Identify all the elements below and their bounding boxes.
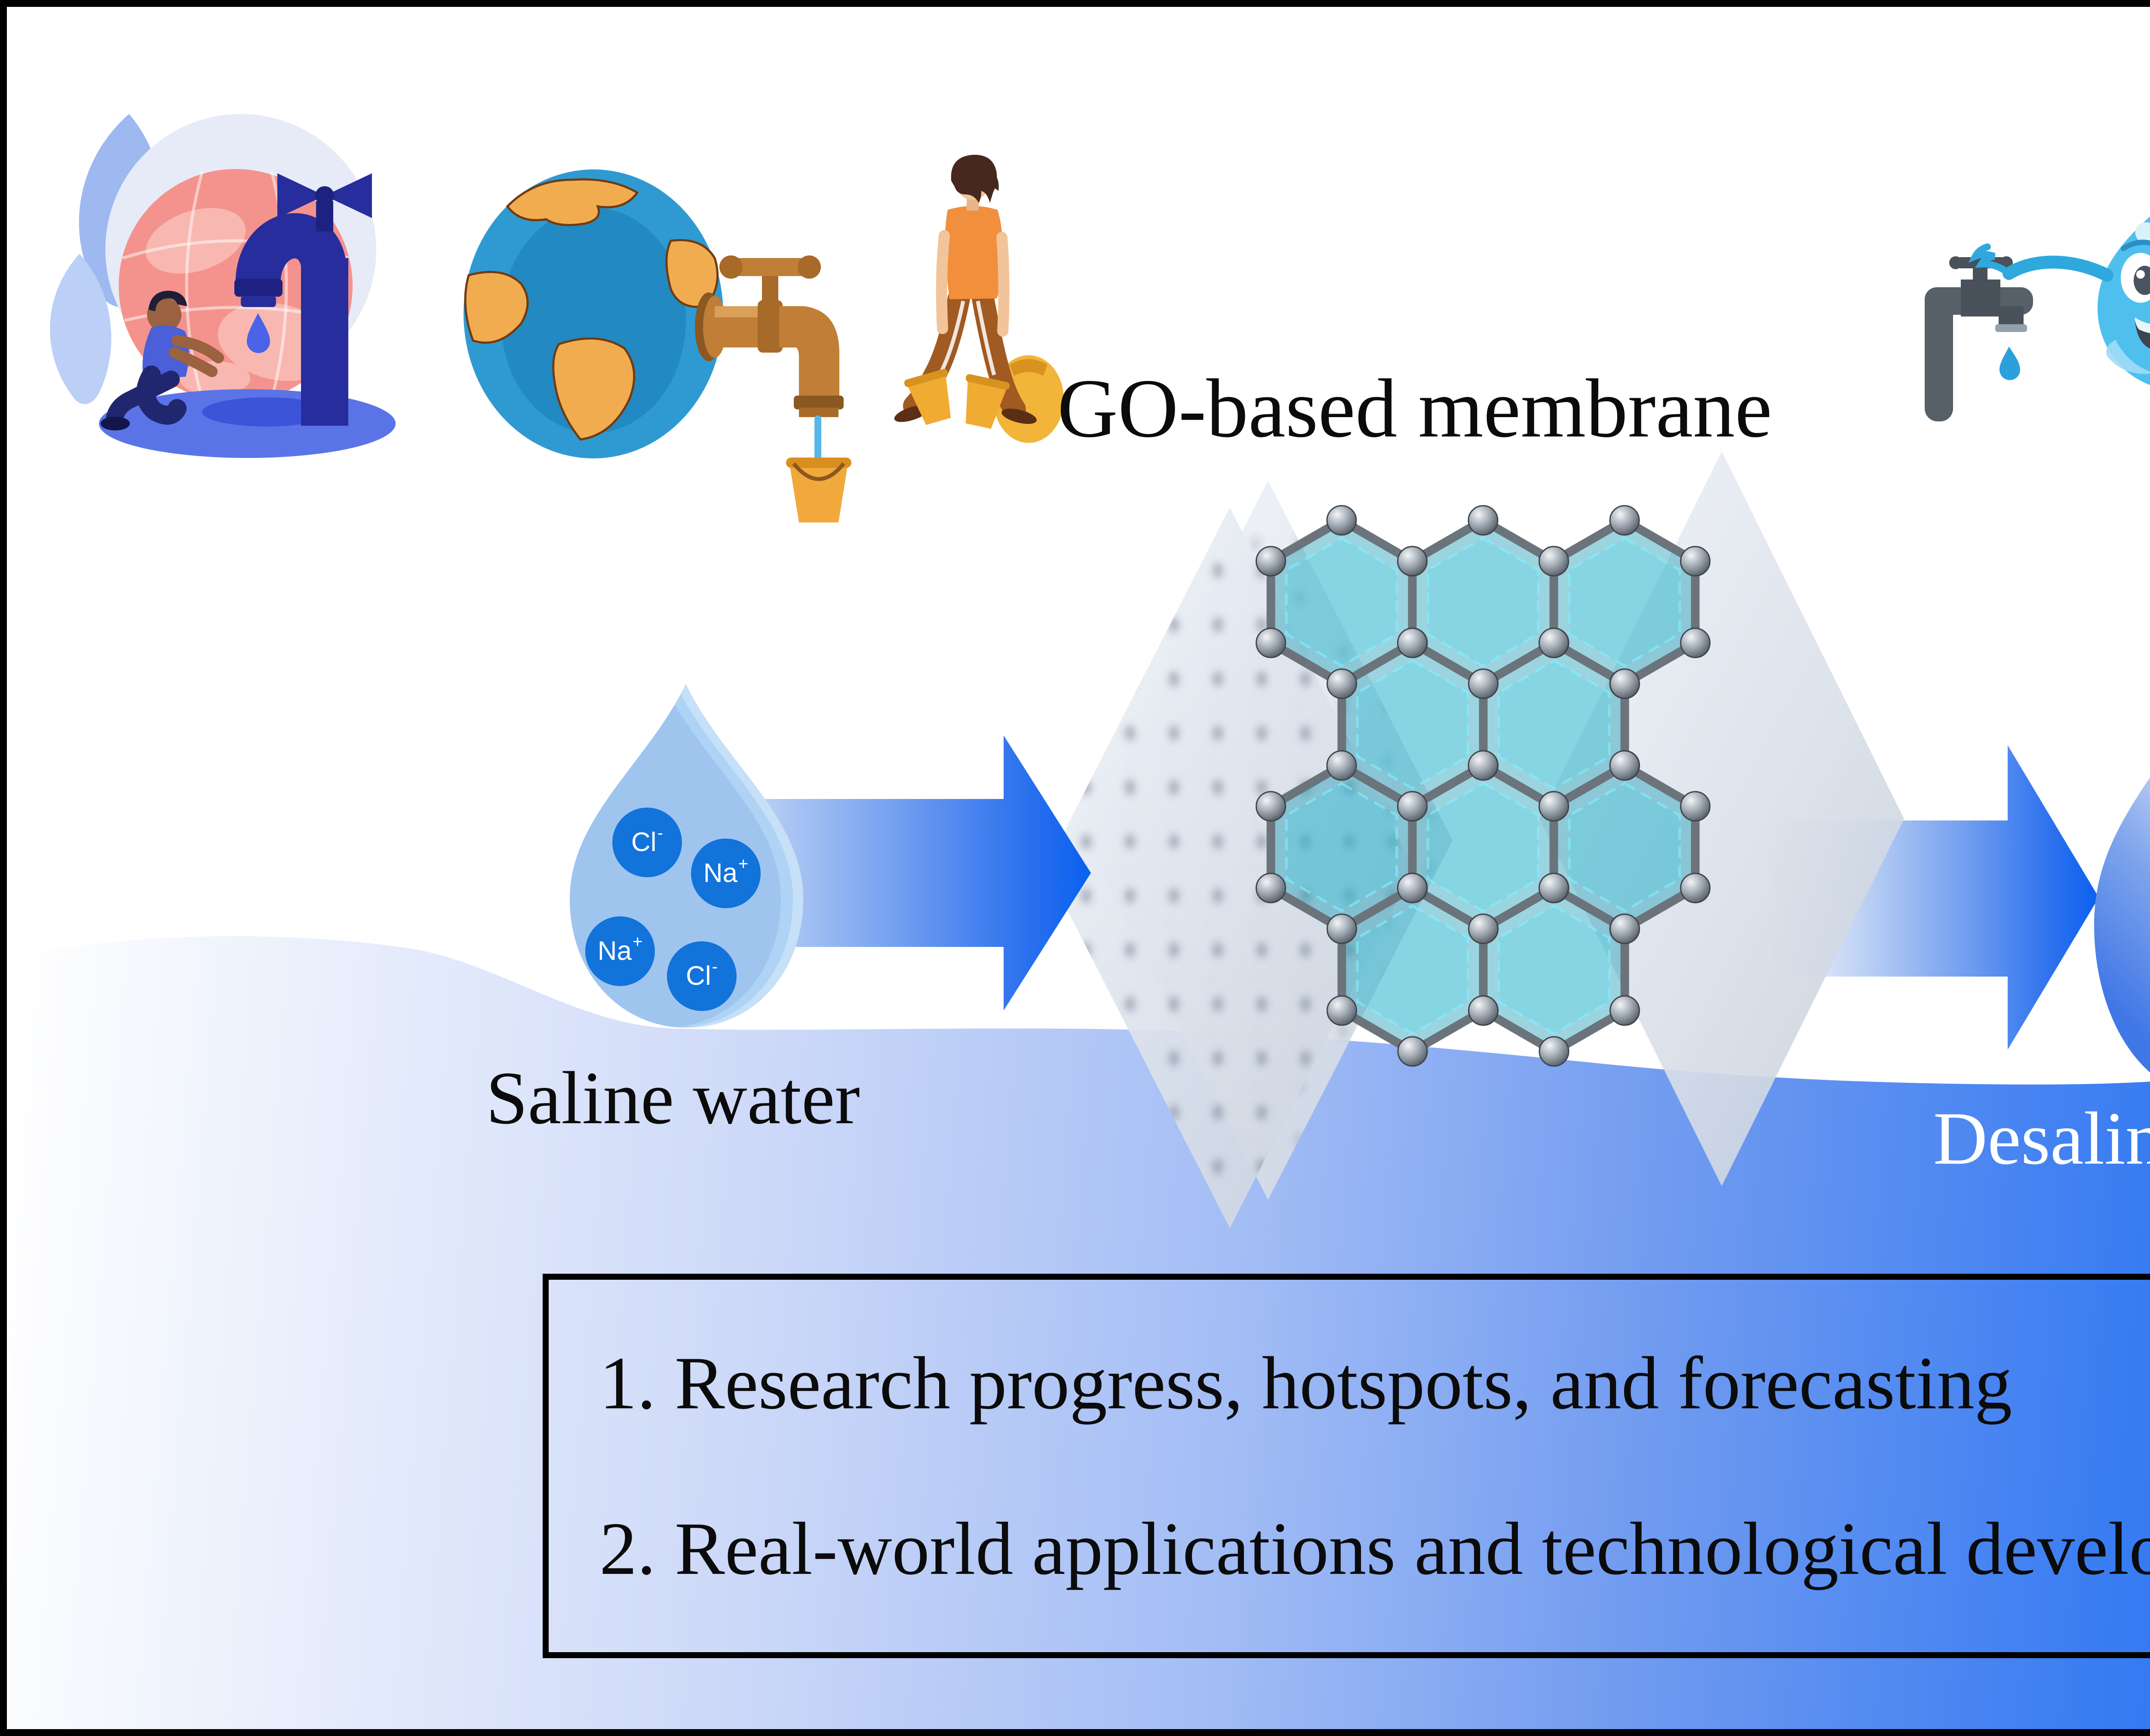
water-drop-icon bbox=[247, 313, 270, 353]
gray-tap-icon bbox=[1925, 256, 2033, 421]
tap-with-water-drop-character-illustration bbox=[1925, 216, 2150, 421]
ion-circle-sodium: Na+ bbox=[691, 839, 761, 908]
ion-charge: + bbox=[738, 854, 749, 873]
water-scarcity-illustration bbox=[50, 114, 396, 458]
ion-circle-chloride: Cl- bbox=[612, 808, 682, 877]
water-drop-icon bbox=[2000, 347, 2020, 380]
earth-tap-icon bbox=[695, 255, 844, 464]
bucket-icon bbox=[786, 458, 851, 522]
ion-label: Na bbox=[597, 936, 632, 966]
ion-charge: - bbox=[712, 957, 718, 976]
saline-water-label: Saline water bbox=[486, 1056, 860, 1140]
ion-circle-chloride: Cl- bbox=[667, 941, 737, 1011]
ion-charge: - bbox=[657, 823, 663, 842]
dry-faucet-icon bbox=[234, 173, 372, 426]
kneeling-person bbox=[101, 291, 224, 430]
summary-line-2: 2. Real-world applications and technolog… bbox=[599, 1507, 2150, 1590]
orange-shirt bbox=[945, 206, 1003, 299]
water-drop-character bbox=[1968, 216, 2150, 385]
carried-bucket bbox=[904, 369, 951, 425]
ion-circle-sodium: Na+ bbox=[585, 916, 655, 986]
carried-bucket bbox=[965, 374, 1010, 429]
desalinated-droplet bbox=[2094, 777, 2150, 1072]
ion-label: Na bbox=[703, 858, 737, 888]
wave-shape bbox=[0, 936, 2150, 1736]
ion-charge: + bbox=[632, 932, 643, 951]
earth-tap-illustration bbox=[464, 169, 851, 522]
ion-label: Cl bbox=[686, 961, 711, 991]
ion-label: Cl bbox=[631, 827, 657, 857]
summary-line-1: 1. Research progress, hotspots, and fore… bbox=[599, 1341, 2012, 1425]
figure-title: GO-based membrane bbox=[1057, 362, 1772, 455]
summary-box: 1. Research progress, hotspots, and fore… bbox=[543, 1274, 2150, 1658]
water-stream bbox=[814, 415, 821, 464]
man-carrying-buckets-illustration bbox=[894, 154, 1064, 443]
desalinated-water-label: Desalinated water bbox=[1933, 1097, 2150, 1180]
